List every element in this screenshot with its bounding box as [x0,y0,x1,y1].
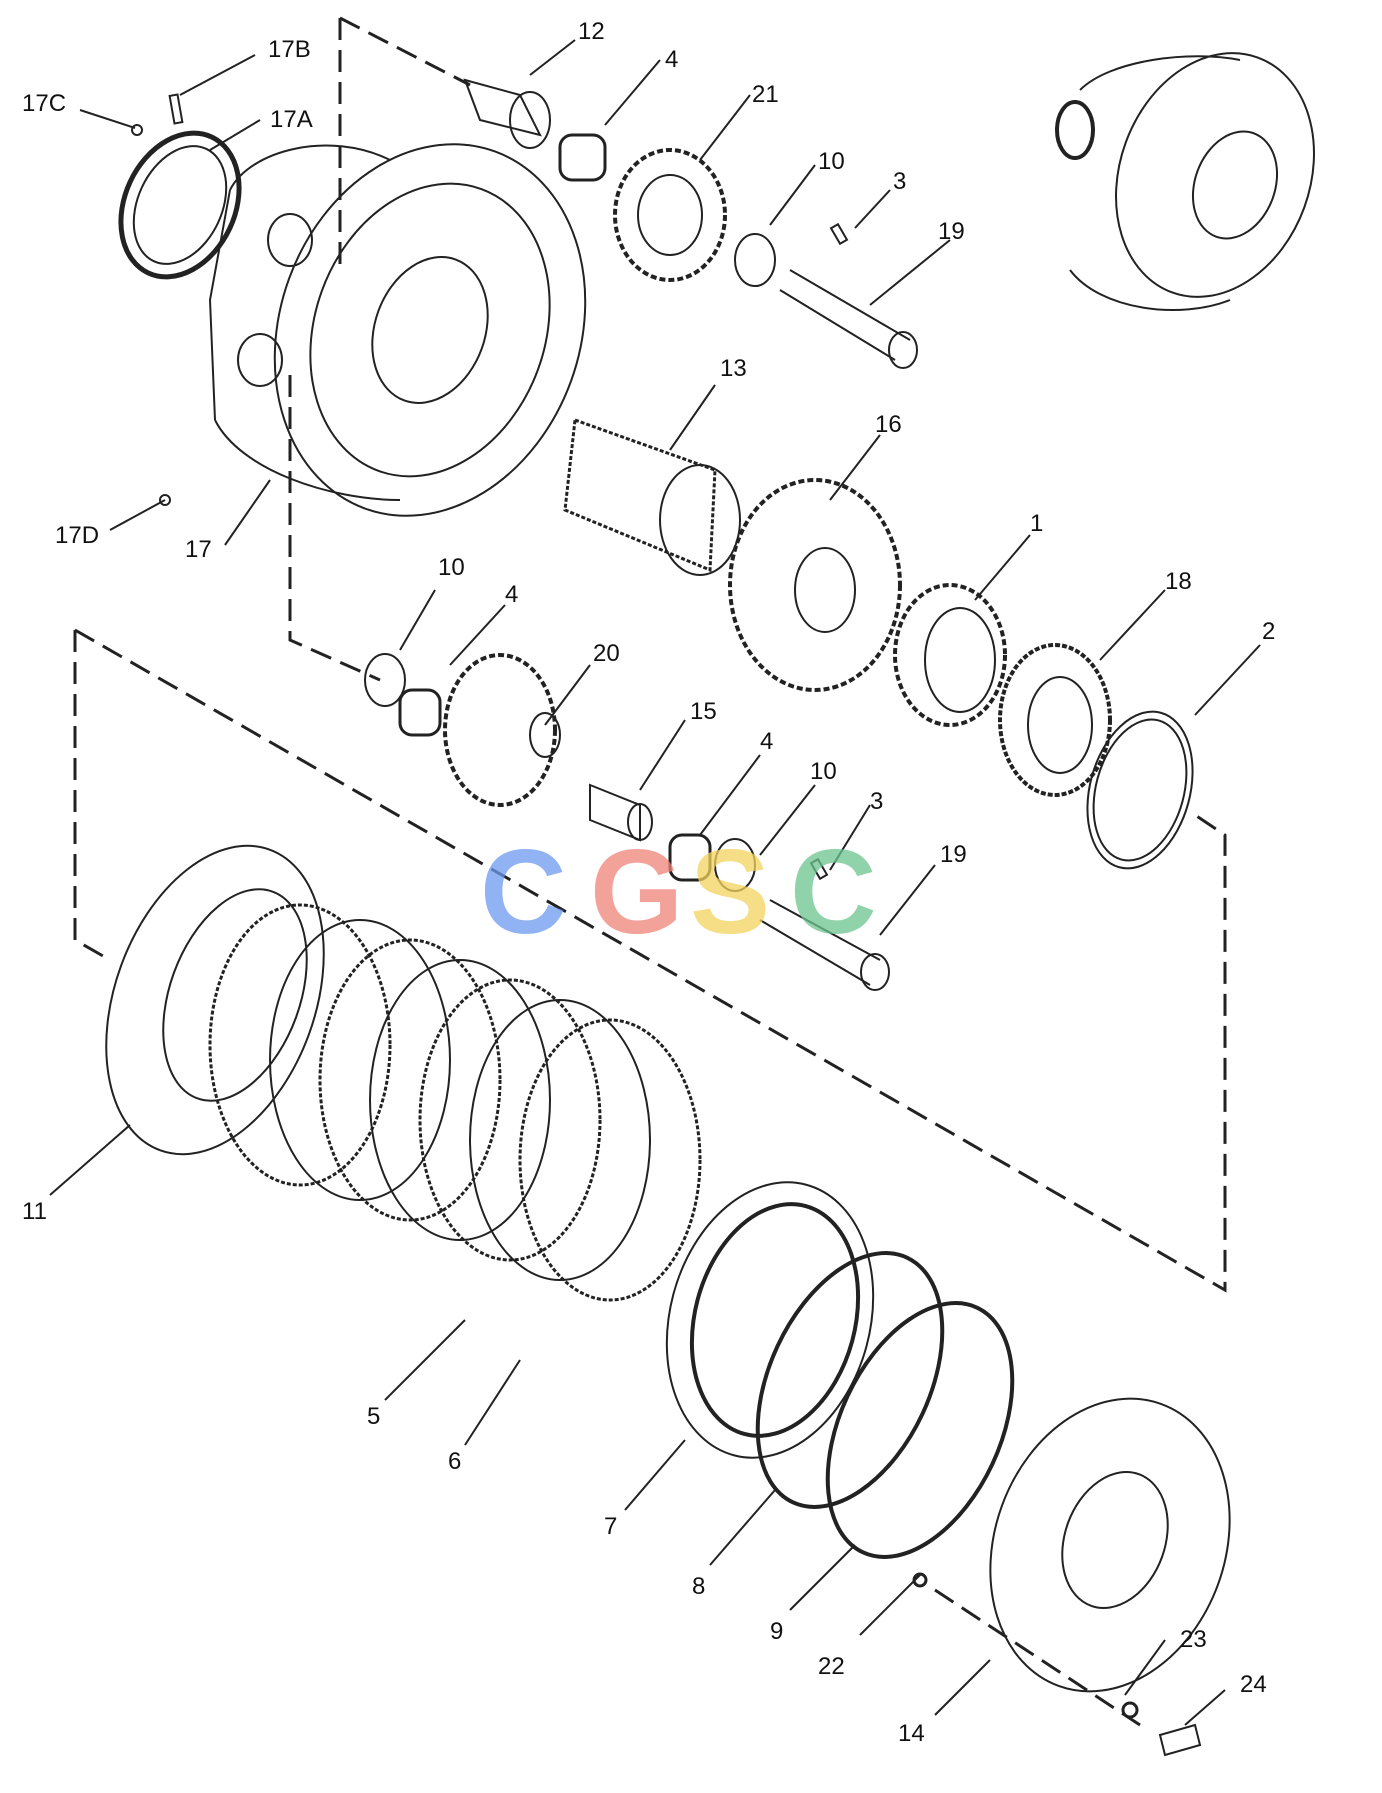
seal-ring-17a [118,130,242,280]
callout-17: 17 [185,536,212,563]
callout-10b: 10 [438,554,465,581]
planet-shaft-19b-end [860,953,890,991]
washer-23 [1121,1701,1139,1719]
seal-ring-17a-inner [132,145,228,265]
needle-bearing-4b [398,688,442,737]
callout-4c: 4 [760,728,774,755]
planet-shaft-19a-end [888,331,918,369]
callout-21: 21 [752,81,779,108]
callout-23: 23 [1180,1626,1207,1653]
assembly-dash-lines [73,16,1227,1727]
ball-17c [131,124,143,136]
piston-7 [665,1181,875,1459]
sleeve-12 [463,78,551,149]
needle-bearing-4c [668,833,712,882]
callout-3b: 3 [870,788,884,815]
callout-19b: 19 [940,841,967,868]
planet-shaft-19a [779,269,911,361]
callout-17c: 17C [22,90,67,117]
callout-19a: 19 [938,218,965,245]
gear-16 [728,478,902,692]
callout-4a: 4 [665,46,679,73]
planet-gear-20 [443,653,561,807]
callout-12: 12 [578,18,605,45]
callout-10c: 10 [810,758,837,785]
backing-plate-11 [105,844,325,1156]
callout-1: 1 [1030,510,1044,537]
watermark-letter-s: S [690,825,771,959]
callout-18: 18 [1165,568,1192,595]
callout-17a: 17A [270,106,313,133]
bolt-24 [1158,1723,1202,1757]
callout-5: 5 [367,1403,381,1430]
callout-24: 24 [1240,1671,1267,1698]
shim-2 [1086,710,1194,870]
seal-ring-8 [755,1251,945,1509]
callout-9: 9 [770,1618,784,1645]
callout-2: 2 [1262,618,1276,645]
callout-10a: 10 [818,148,845,175]
callout-4b: 4 [505,581,519,608]
watermark-letter-c2: C [790,825,877,959]
planetary-housing-17 [208,143,587,517]
thrust-washer-10b [364,653,406,707]
callout-17d: 17D [55,522,100,549]
callout-16: 16 [875,411,902,438]
callout-3a: 3 [893,168,907,195]
needle-bearing-4a [558,133,607,182]
callout-6: 6 [448,1448,462,1475]
shim-2-inner [1092,718,1188,862]
piston-7-inner [689,1202,861,1438]
thrust-washer-10a [734,233,776,287]
sun-gear-13 [563,417,741,576]
key-3a [829,222,849,246]
watermark-letter-c1: C [480,825,567,959]
callout-8: 8 [692,1573,706,1600]
assembled-unit-view [1055,52,1315,311]
callout-20: 20 [593,640,620,667]
planet-gear-21 [613,148,727,282]
end-cover-14 [989,1397,1231,1693]
key-3b [809,857,829,881]
callout-17b: 17B [268,36,311,63]
clutch-pack [208,903,702,1302]
ring-gear-18 [998,643,1112,797]
watermark-letter-g: G [590,825,684,959]
callout-14: 14 [898,1720,925,1747]
callout-7: 7 [604,1513,618,1540]
callout-13: 13 [720,355,747,382]
callout-15: 15 [690,698,717,725]
thrust-washer-10c [714,838,756,892]
spacer-15 [589,783,653,842]
callout-22: 22 [818,1653,845,1680]
gear-1 [893,583,1007,727]
planet-shaft-19b [759,899,881,986]
o-ring-22 [912,1572,928,1588]
callout-11: 11 [22,1198,47,1225]
pin-17b [168,93,184,125]
backing-plate-11-inner [162,888,308,1102]
seal-ring-9 [825,1301,1015,1559]
ball-17d [159,494,171,506]
